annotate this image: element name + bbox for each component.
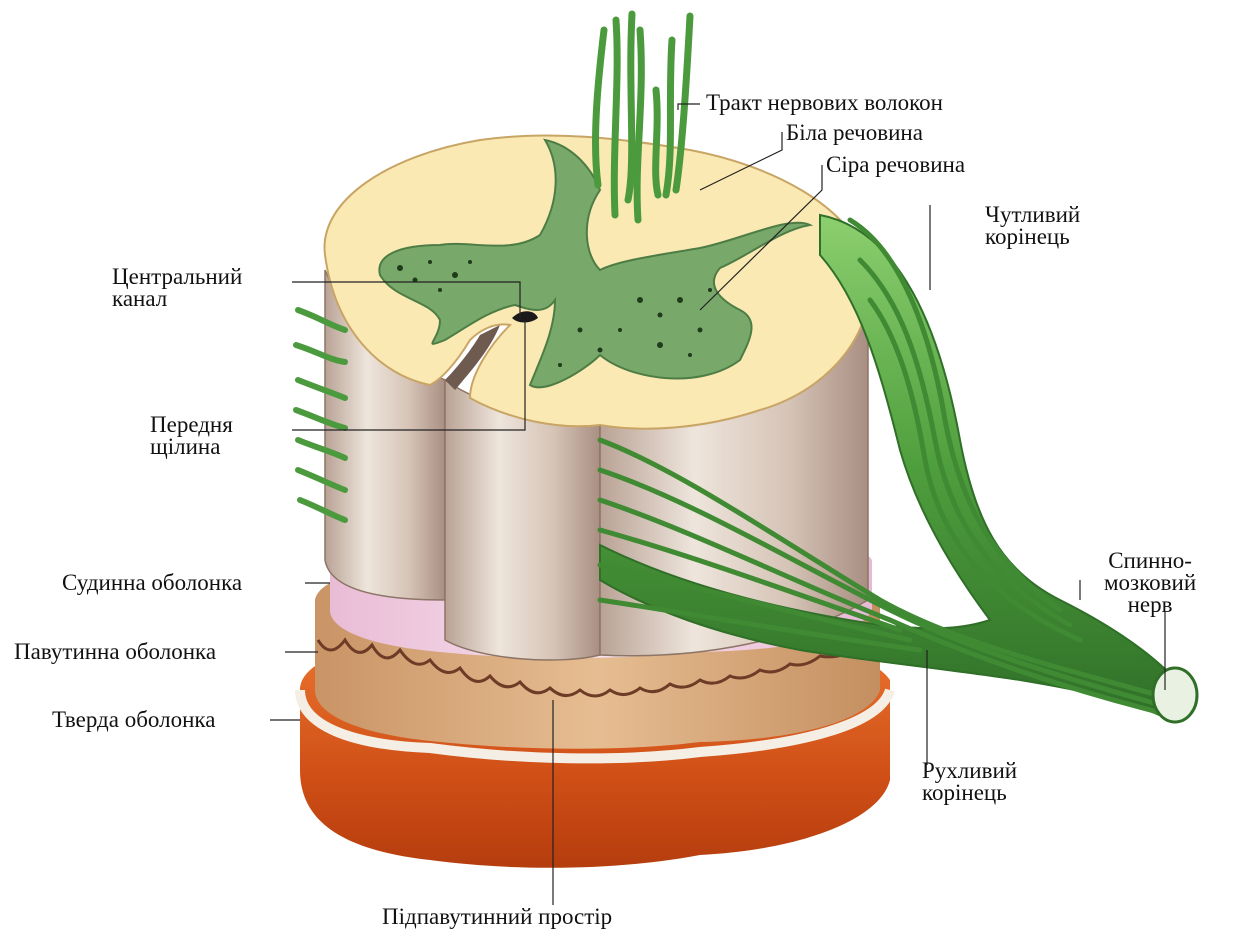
label-nerve-fiber-tract-text: Тракт нервових волокон: [706, 92, 943, 114]
label-pia-mater: Судинна оболонка: [62, 572, 242, 594]
label-grey-matter: Сіра речовина: [826, 154, 965, 176]
label-central-canal-line1: Центральний: [112, 266, 242, 288]
label-anterior-fissure: Передня щілина: [150, 414, 233, 458]
label-motor-root-line2: корінець: [922, 782, 1017, 804]
label-dura-mater-text: Тверда оболонка: [52, 709, 215, 731]
label-spinal-nerve: Спинно- мозковий нерв: [1104, 550, 1196, 616]
label-central-canal-line2: канал: [112, 288, 242, 310]
label-sensory-root: Чутливий корінець: [985, 204, 1080, 248]
label-sensory-root-line2: корінець: [985, 226, 1080, 248]
label-white-matter-text: Біла речовина: [786, 122, 923, 144]
nerve-cut-end: [1153, 668, 1197, 722]
label-central-canal: Центральний канал: [112, 266, 242, 310]
label-subarachnoid-space: Підпавутинний простір: [382, 906, 612, 928]
label-nerve-fiber-tract: Тракт нервових волокон: [706, 92, 943, 114]
label-pia-mater-text: Судинна оболонка: [62, 572, 242, 594]
label-sensory-root-line1: Чутливий: [985, 204, 1080, 226]
label-anterior-fissure-line1: Передня: [150, 414, 233, 436]
label-spinal-nerve-line3: нерв: [1104, 594, 1196, 616]
label-white-matter: Біла речовина: [786, 122, 923, 144]
label-subarachnoid-space-text: Підпавутинний простір: [382, 906, 612, 928]
label-grey-matter-text: Сіра речовина: [826, 154, 965, 176]
label-spinal-nerve-line1: Спинно-: [1104, 550, 1196, 572]
label-anterior-fissure-line2: щілина: [150, 436, 233, 458]
label-arachnoid-mater-text: Павутинна оболонка: [14, 641, 216, 663]
label-spinal-nerve-line2: мозковий: [1104, 572, 1196, 594]
label-motor-root: Рухливий корінець: [922, 760, 1017, 804]
label-motor-root-line1: Рухливий: [922, 760, 1017, 782]
label-arachnoid-mater: Павутинна оболонка: [14, 641, 216, 663]
label-dura-mater: Тверда оболонка: [52, 709, 215, 731]
